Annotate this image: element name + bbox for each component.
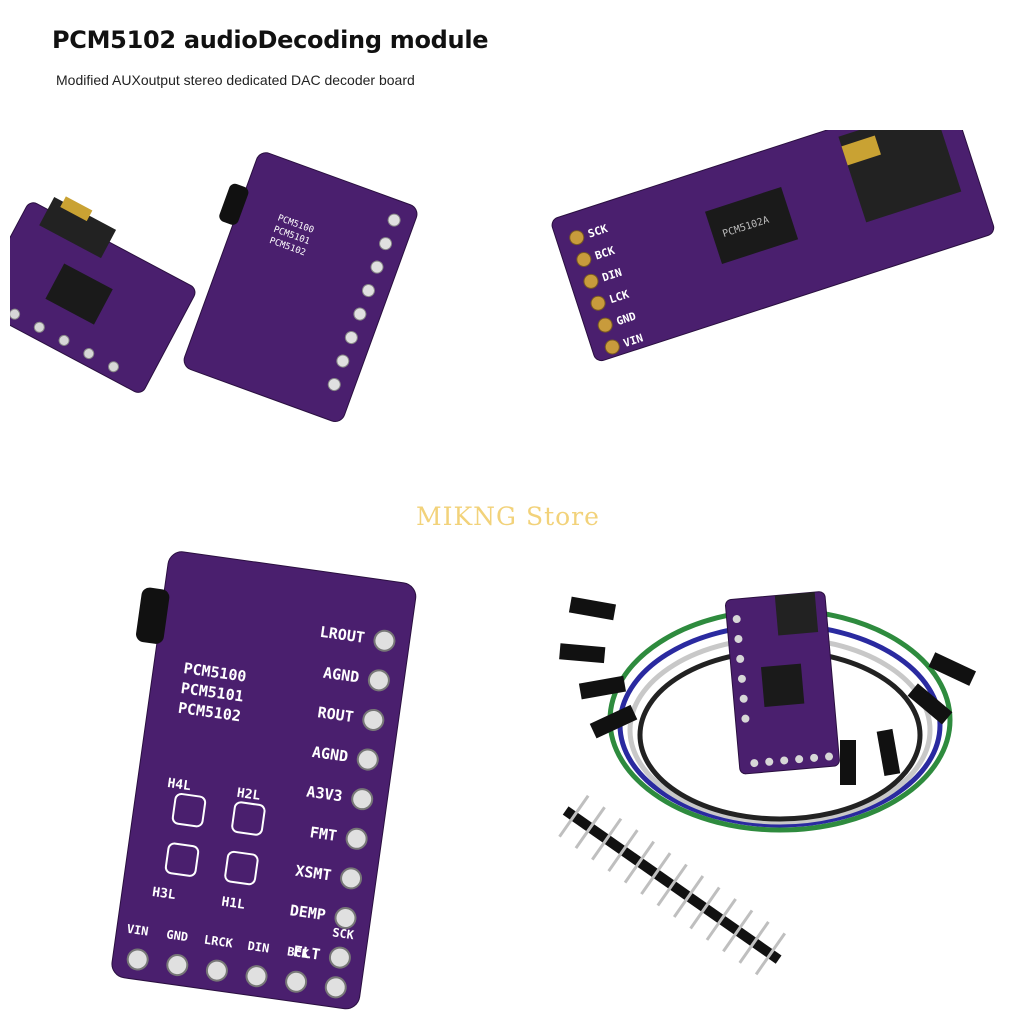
jumper-label: H1L — [220, 895, 246, 913]
pin-label: SCK — [586, 222, 609, 241]
pin-label: FMT — [309, 823, 338, 845]
pin-label: DEMP — [289, 901, 327, 924]
header-pin-strip — [558, 794, 787, 976]
small-board — [725, 591, 840, 775]
jumper-label: H2L — [236, 786, 262, 804]
pin-label: VIN — [126, 922, 149, 939]
pin-label: BCK — [593, 244, 616, 263]
pin-label: BCK — [286, 944, 310, 961]
pin-label: VIN — [622, 331, 645, 350]
pin-label: A3V3 — [305, 782, 343, 805]
board-component-side — [10, 196, 196, 393]
pin-label: GND — [615, 309, 638, 328]
jumper-label: H3L — [151, 885, 177, 903]
photo-two-boards: PCM5100 PCM5101 PCM5102 — [10, 152, 418, 422]
jumper-label: H4L — [166, 776, 192, 794]
photo-board-angled: PCM5102A SCK BCK DIN LCK GND VIN — [551, 130, 995, 362]
pin-label: ROUT — [316, 703, 354, 726]
photo-board-with-cables — [558, 591, 977, 976]
board-silkscreen-side: PCM5100 PCM5101 PCM5102 — [183, 152, 418, 422]
pin-label: AGND — [311, 743, 349, 766]
page-title: PCM5102 audioDecoding module — [52, 26, 489, 54]
pin-label: GND — [166, 927, 189, 944]
page-subtitle: Modified AUXoutput stereo dedicated DAC … — [56, 72, 415, 88]
pin-label: LCK — [608, 288, 631, 307]
pin-label: LRCK — [203, 933, 234, 951]
pin-label: DIN — [247, 939, 270, 956]
pin-label: AGND — [322, 664, 360, 687]
store-watermark: MIKNG Store — [416, 502, 600, 531]
pin-label: SCK — [331, 925, 355, 942]
pin-label: DIN — [601, 266, 624, 285]
pin-label: XSMT — [294, 862, 332, 885]
photo-board-back: LROUT AGND ROUT AGND A3V3 FMT XSMT DEMP … — [111, 551, 417, 1010]
pin-label: FLT — [292, 942, 321, 964]
